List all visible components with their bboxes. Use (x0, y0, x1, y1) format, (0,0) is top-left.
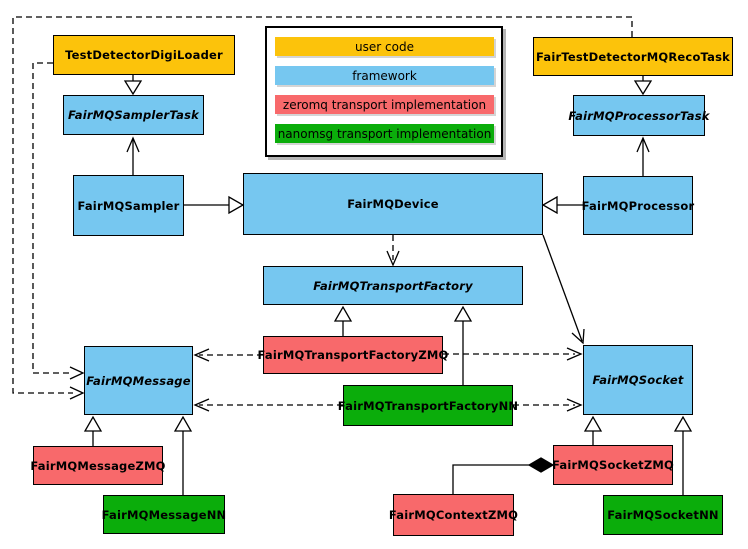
node-fairmq-transport-factory-zmq: FairMQTransportFactoryZMQ (258, 336, 448, 374)
legend-framework: framework (275, 66, 494, 85)
node-fairmq-transport-factory-nn: FairMQTransportFactoryNN (338, 385, 518, 426)
node-fair-test-detector-mq-reco-task: FairTestDetectorMQRecoTask (533, 37, 733, 76)
legend-box: user code framework zeromq transport imp… (265, 26, 503, 157)
node-fairmq-socket: FairMQSocket (583, 345, 693, 415)
edge-recotask-inherits-processortask (633, 76, 653, 96)
edge-sampler-uses-samplertask (126, 136, 140, 175)
edge-messagenn-inherits-message (173, 415, 193, 495)
node-fairmq-processor: FairMQProcessor (582, 176, 694, 235)
node-fairmq-socket-nn: FairMQSocketNN (603, 495, 723, 535)
edge-processor-inherits-device (541, 195, 583, 215)
edge-factorynn-creates-socket (513, 398, 583, 412)
node-fairmq-message-nn: FairMQMessageNN (102, 495, 226, 534)
edge-device-depends-transportfactory (386, 235, 400, 267)
node-fairmq-socket-zmq: FairMQSocketZMQ (552, 445, 674, 485)
edge-factoryzmq-inherits-transportfactory (333, 305, 353, 336)
legend-zeromq-transport: zeromq transport implementation (275, 95, 494, 114)
node-fairmq-device: FairMQDevice (243, 173, 543, 235)
legend-nanomsg-transport: nanomsg transport implementation (275, 124, 494, 143)
node-test-detector-digi-loader: TestDetectorDigiLoader (53, 35, 235, 75)
edge-factoryzmq-creates-message (193, 348, 263, 362)
edge-contextzmq-composed-socketzmq (452, 457, 555, 494)
edge-socketzmq-inherits-socket (583, 415, 603, 445)
legend-user-code: user code (275, 37, 494, 56)
edge-factoryzmq-creates-socket (443, 347, 583, 361)
edge-processor-uses-processortask (636, 136, 650, 176)
node-fairmq-sampler: FairMQSampler (73, 175, 184, 236)
edge-factorynn-inherits-transportfactory (453, 305, 473, 385)
node-fairmq-message: FairMQMessage (84, 346, 193, 415)
node-fairmq-processor-task: FairMQProcessorTask (568, 95, 709, 136)
edge-factorynn-creates-message (193, 398, 343, 412)
node-fairmq-transport-factory: FairMQTransportFactory (263, 266, 523, 305)
edge-device-uses-socket (542, 234, 585, 345)
edge-sampler-inherits-device (184, 195, 245, 215)
node-fairmq-sampler-task: FairMQSamplerTask (63, 95, 204, 135)
edge-digiloader-inherits-samplertask (123, 75, 143, 96)
edge-socketnn-inherits-socket (673, 415, 693, 495)
node-fairmq-context-zmq: FairMQContextZMQ (389, 494, 518, 536)
node-fairmq-message-zmq: FairMQMessageZMQ (30, 446, 165, 485)
edge-messagezmq-inherits-message (83, 415, 103, 446)
